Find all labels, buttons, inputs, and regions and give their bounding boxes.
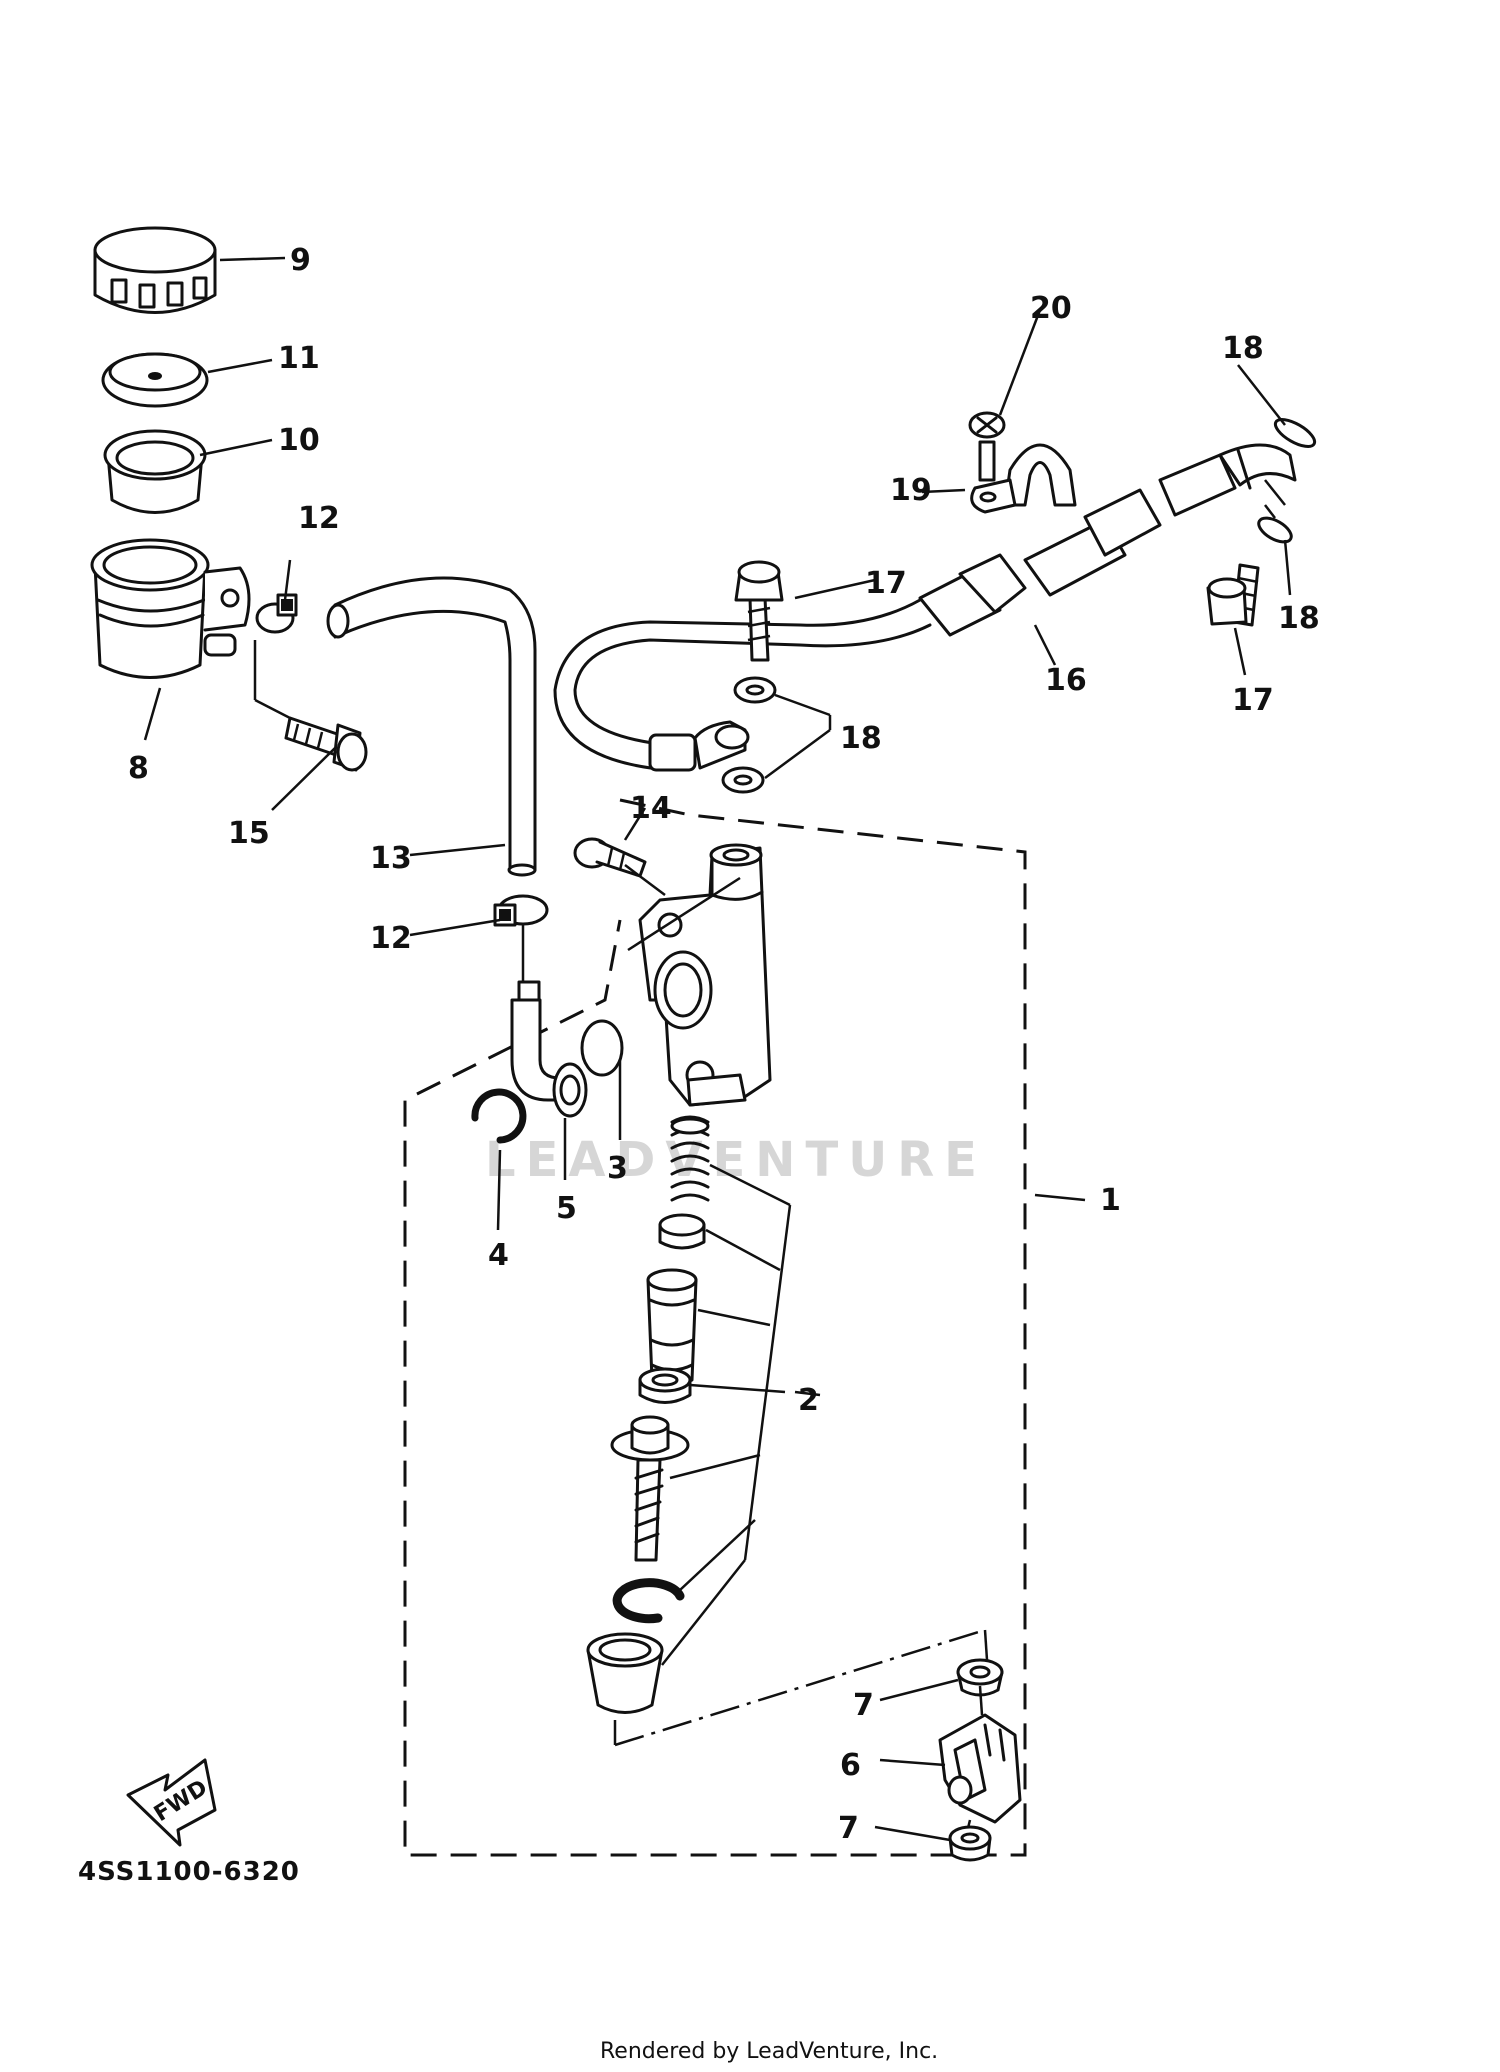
hose-joint xyxy=(510,980,588,1118)
callout-18-top: 18 xyxy=(1222,331,1264,366)
guide-screw xyxy=(968,411,1006,482)
callout-13: 13 xyxy=(370,841,412,876)
push-rod xyxy=(610,1415,690,1562)
callout-15: 15 xyxy=(228,816,270,851)
copper-washer-right-top xyxy=(1273,418,1317,448)
callout-1: 1 xyxy=(1100,1183,1121,1218)
callout-9: 9 xyxy=(290,243,311,278)
diagram-part-code: 4SS1100-6320 xyxy=(78,1857,300,1887)
primary-cup xyxy=(638,1367,692,1404)
leader-lines xyxy=(143,256,1292,1842)
render-credit: Rendered by LeadVenture, Inc. xyxy=(600,2039,938,2064)
copper-washer-right-bottom xyxy=(1257,516,1293,544)
callout-2: 2 xyxy=(798,1383,819,1418)
callout-12-lower: 12 xyxy=(370,921,412,956)
spring-seat xyxy=(658,1213,706,1250)
callout-17-right: 17 xyxy=(1232,683,1274,718)
reservoir-bolt xyxy=(284,716,368,772)
watermark-text: LEADVENTURE xyxy=(485,1132,987,1188)
callout-16: 16 xyxy=(1045,663,1087,698)
callout-8: 8 xyxy=(128,751,149,786)
circlip-small xyxy=(471,1088,527,1144)
callout-19: 19 xyxy=(890,473,932,508)
diaphragm xyxy=(103,429,207,514)
callout-17-left: 17 xyxy=(865,566,907,601)
callout-3: 3 xyxy=(607,1151,628,1186)
callout-20: 20 xyxy=(1030,291,1072,326)
callout-7-lower: 7 xyxy=(838,1811,859,1846)
hose-guide-clamp xyxy=(970,443,1077,514)
o-ring xyxy=(580,1019,624,1077)
callout-4: 4 xyxy=(488,1238,509,1273)
diaphragm-plate xyxy=(101,352,209,408)
circlip-large xyxy=(612,1578,685,1624)
fwd-arrow-icon: FWD xyxy=(126,1758,217,1847)
union-bolt-left xyxy=(734,560,784,662)
hose-clamp-upper xyxy=(255,593,298,634)
callout-18-right: 18 xyxy=(1278,601,1320,636)
brake-hose xyxy=(553,443,1297,772)
hose-clamp-lower xyxy=(493,894,549,927)
callout-10: 10 xyxy=(278,423,320,458)
reservoir-cap xyxy=(93,226,217,314)
callout-14: 14 xyxy=(630,791,672,826)
callout-18-left: 18 xyxy=(840,721,882,756)
master-cylinder-body xyxy=(638,843,772,1107)
callout-12-upper: 12 xyxy=(298,501,340,536)
union-bolt-right xyxy=(1206,563,1260,627)
dust-boot xyxy=(586,1632,664,1714)
copper-washer-lower xyxy=(721,766,765,794)
lock-nut-lower xyxy=(948,1825,992,1862)
callouts: 1 2 3 4 5 6 7 7 8 9 10 11 12 12 13 14 15… xyxy=(128,243,1320,1846)
lock-nut-upper xyxy=(956,1658,1004,1697)
reservoir-body xyxy=(90,538,251,679)
callout-6: 6 xyxy=(840,1748,861,1783)
copper-washer-upper xyxy=(733,676,777,704)
reservoir-hose xyxy=(326,576,537,877)
body-bolt xyxy=(573,837,647,878)
assembly-boundary xyxy=(403,798,1027,1857)
piston-spring xyxy=(670,1115,710,1202)
piston xyxy=(646,1268,698,1388)
callout-7-upper: 7 xyxy=(853,1688,874,1723)
callout-11: 11 xyxy=(278,341,320,376)
callout-5: 5 xyxy=(556,1191,577,1226)
clevis xyxy=(938,1713,1022,1824)
